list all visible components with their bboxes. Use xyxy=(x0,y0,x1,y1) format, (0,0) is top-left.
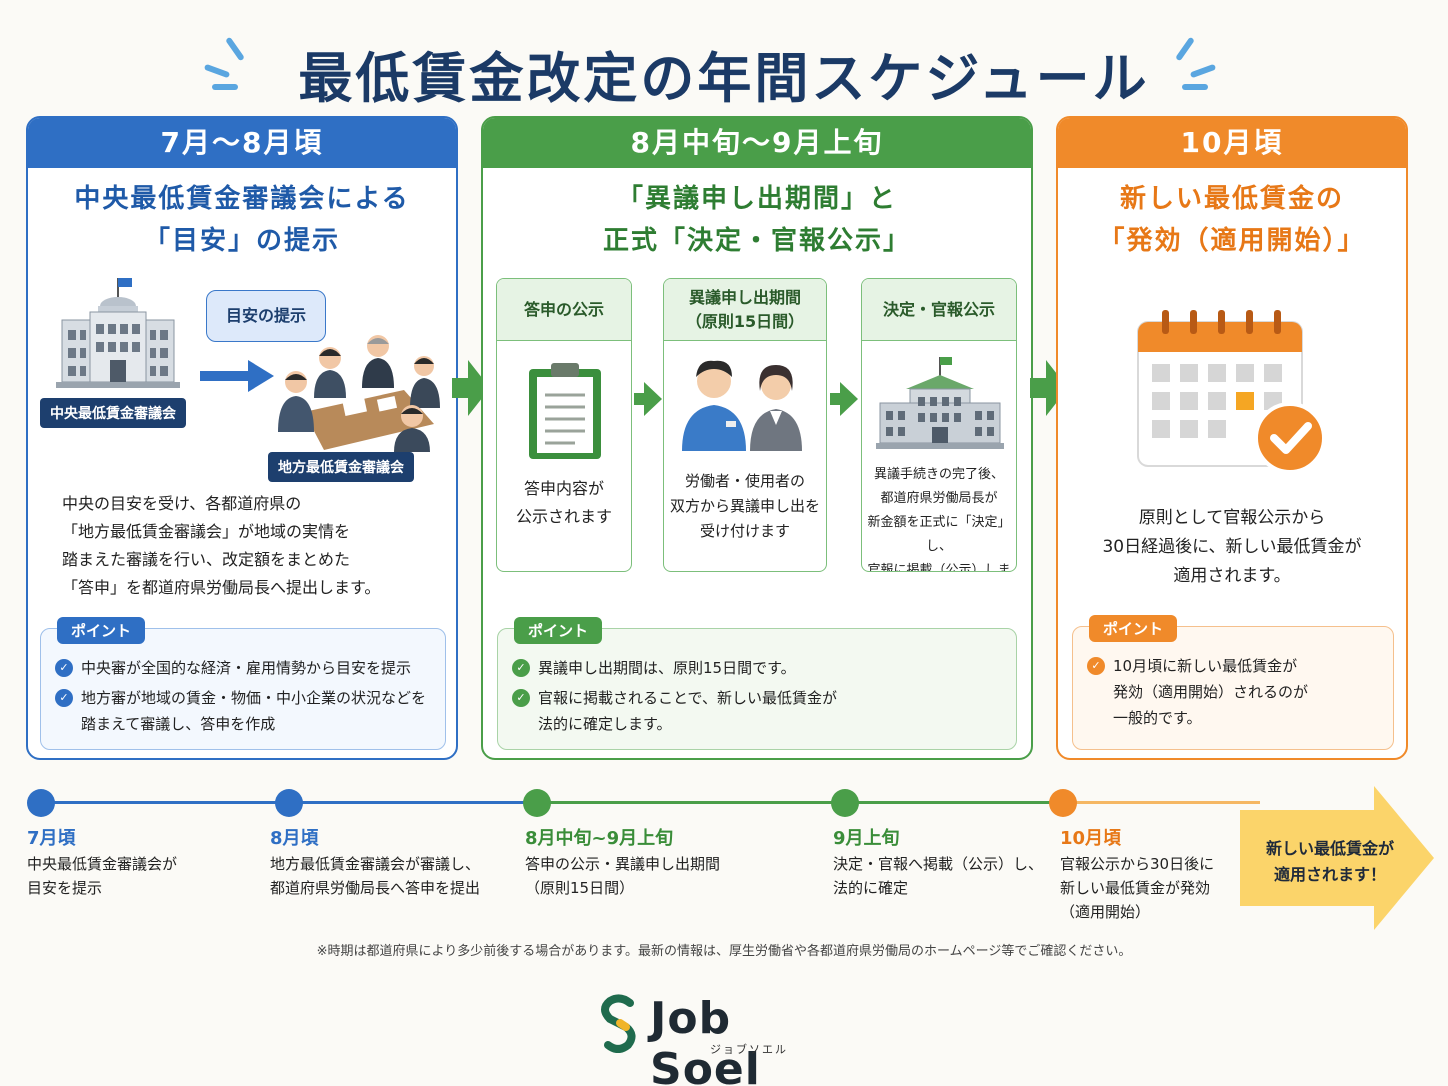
panel-title: 中央最低賃金審議会による 「目安」の提示 xyxy=(74,184,410,256)
step-card-body: 答申内容が 公示されます xyxy=(515,479,612,526)
timeline-date: 10月頃 xyxy=(1060,828,1122,849)
check-icon: ✓ xyxy=(512,659,530,677)
point-item: ✓ 中央審が全国的な経済・雇用情勢から目安を提示 xyxy=(55,655,431,681)
step-card-title: 決定・官報公示 xyxy=(862,279,1016,341)
step-card-decision-gazette: 決定・官報公示 異議手続きの完了後、 都道府県労働局長が 新金額を正式に「決定」… xyxy=(861,278,1017,572)
panel-title: 「異議申し出期間」と 正式「決定・官報公示」 xyxy=(602,184,911,256)
step-card-body: 労働者・使用者の 双方から異議申し出を 受け付けます xyxy=(669,472,820,540)
point-tag: ポイント xyxy=(514,617,603,644)
footnote: ※時期は都道府県により多少前後する場合があります。最新の情報は、厚生労働省や各都… xyxy=(316,944,1132,959)
panel-effective-date: 10月頃 新しい最低賃金の 「発効（適用開始）」 原則として官報公示から 30日… xyxy=(1056,116,1408,760)
clipboard-icon xyxy=(529,363,601,459)
timeline-segment xyxy=(302,801,524,804)
timeline-text: 答申の公示・異議申し出期間（原則15日間） xyxy=(525,855,721,897)
central-council-label: 中央最低賃金審議会 xyxy=(40,398,186,428)
step-card-title: 答申の公示 xyxy=(497,279,631,341)
timeline-text: 地方最低賃金審議会が審議し、都道府県労働局長へ答申を提出 xyxy=(270,855,481,897)
check-icon: ✓ xyxy=(55,689,73,707)
timeline-segment xyxy=(1076,801,1260,804)
point-item: ✓ 地方審が地域の賃金・物価・中小企業の状況などを踏まえて審議し、答申を作成 xyxy=(55,685,431,737)
logo-subtitle: ジョブソエル xyxy=(710,1043,788,1056)
timeline-date: 8月頃 xyxy=(270,828,319,849)
timeline-segment xyxy=(54,801,278,804)
objection-point-box: ポイント ✓ 異議申し出期間は、原則15日間です。 ✓ 官報に掲載されることで、… xyxy=(497,617,1017,750)
panel-period-header: 7月～8月頃 xyxy=(28,118,456,168)
timeline-date: 7月頃 xyxy=(27,828,76,849)
timeline-text: 中央最低賃金審議会が目安を提示 xyxy=(27,855,178,897)
panel-central-council: 7月～8月頃 中央最低賃金審議会による 「目安」の提示 中央最低賃金審議会 目安… xyxy=(26,116,458,760)
meeting-people-icon xyxy=(278,335,440,452)
timeline-dot xyxy=(27,789,55,817)
central-description: 中央の目安を受け、各都道府県の 「地方最低賃金審議会」が地域の実情を 踏まえた審… xyxy=(62,494,381,597)
point-tag: ポイント xyxy=(1089,615,1178,642)
effective-description: 原則として官報公示から 30日経過後に、新しい最低賃金が 適用されます。 xyxy=(1102,508,1362,586)
government-office-icon xyxy=(876,357,1004,449)
chevron-right-icon xyxy=(830,382,858,416)
worker-and-employer-icon xyxy=(682,360,802,451)
arrow-right-icon xyxy=(200,360,274,392)
timeline-text: 官報公示から30日後に新しい最低賃金が発効（適用開始） xyxy=(1060,855,1215,921)
job-soel-logo: Job Soel ジョブソエル xyxy=(598,993,858,1086)
timeline-text: 決定・官報へ掲載（公示）し、法的に確定 xyxy=(833,855,1044,897)
step-card-report-notice: 答申の公示 答申内容が 公示されます xyxy=(496,278,632,572)
job-soel-logo-icon xyxy=(601,994,636,1053)
timeline-dot xyxy=(523,789,551,817)
step-card-objection-period: 異議申し出期間（原則15日間） 労働者・使用者の 双方から異議申し出を 受け付け… xyxy=(663,278,827,572)
local-council-label: 地方最低賃金審議会 xyxy=(268,452,414,482)
check-icon: ✓ xyxy=(512,689,530,707)
panel-title: 新しい最低賃金の 「発効（適用開始）」 xyxy=(1098,184,1366,256)
point-item: ✓ 異議申し出期間は、原則15日間です。 xyxy=(512,655,1002,681)
point-tag: ポイント xyxy=(57,617,146,644)
panel-period-header: 8月中旬～9月上旬 xyxy=(483,118,1031,168)
calendar-check-icon xyxy=(1137,310,1326,474)
point-item: ✓ 官報に掲載されることで、新しい最低賃金が法的に確定します。 xyxy=(512,685,1002,737)
chevron-right-icon xyxy=(634,382,662,416)
central-point-box: ポイント ✓ 中央審が全国的な経済・雇用情勢から目安を提示 ✓ 地方審が地域の賃… xyxy=(40,617,446,750)
guideline-bubble: 目安の提示 xyxy=(206,290,326,342)
effective-point-box: ポイント ✓ 10月頃に新しい最低賃金が発効（適用開始）されるのが一般的です。 xyxy=(1072,615,1394,750)
point-item: ✓ 10月頃に新しい最低賃金が発効（適用開始）されるのが一般的です。 xyxy=(1087,653,1379,731)
timeline-segment xyxy=(550,801,832,804)
panel-period-header: 10月頃 xyxy=(1058,118,1406,168)
timeline-dot xyxy=(275,789,303,817)
check-icon: ✓ xyxy=(55,659,73,677)
step-card-body: 異議手続きの完了後、 都道府県労働局長が 新金額を正式に「決定」し、 官報に掲載… xyxy=(867,467,1011,572)
step-card-title: 異議申し出期間（原則15日間） xyxy=(664,279,826,341)
page-title: 最低賃金改定の年間スケジュール xyxy=(298,47,1150,110)
timeline-date: 8月中旬~9月上旬 xyxy=(525,828,674,849)
timeline-dot xyxy=(831,789,859,817)
chevron-right-icon xyxy=(452,360,490,416)
final-arrow-icon xyxy=(1240,786,1434,930)
government-building-icon xyxy=(56,278,180,388)
timeline-date: 9月上旬 xyxy=(833,828,900,849)
timeline-segment xyxy=(858,801,1050,804)
check-icon: ✓ xyxy=(1087,657,1105,675)
timeline-dot xyxy=(1049,789,1077,817)
final-arrow-text: 新しい最低賃金が 適用されます！ xyxy=(1265,839,1394,884)
logo-name: Job Soel xyxy=(650,993,761,1086)
